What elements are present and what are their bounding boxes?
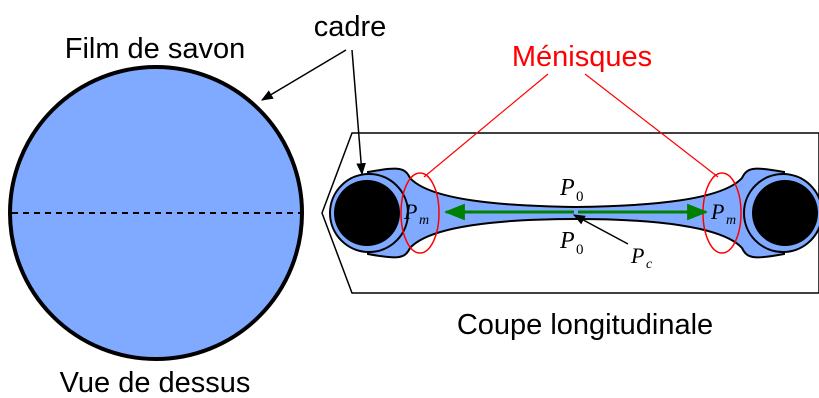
label-pm-left: P m [403, 199, 429, 228]
label-pc: P c [630, 243, 653, 272]
frame-section-right-core [752, 180, 818, 246]
svg-text:0: 0 [576, 242, 584, 258]
svg-text:P: P [559, 175, 575, 201]
pc-arrow [572, 214, 629, 245]
label-p0-bottom: P 0 [559, 228, 584, 258]
svg-text:m: m [726, 213, 736, 228]
label-pm-right: P m [710, 199, 736, 228]
svg-text:P: P [630, 243, 644, 268]
svg-text:m: m [419, 213, 429, 228]
svg-text:c: c [646, 257, 653, 272]
frame-section-left-core [334, 180, 400, 246]
svg-text:P: P [559, 228, 575, 254]
meniscus-leader-left [423, 73, 549, 178]
svg-text:P: P [403, 199, 417, 224]
film-label-arrow [260, 49, 347, 101]
meniscus-ellipse-left [400, 172, 440, 254]
label-coupe-longitudinale: Coupe longitudinale [457, 309, 713, 341]
label-cadre: cadre [314, 11, 387, 43]
meniscus-leader-right [584, 73, 719, 178]
label-film-de-savon: Film de savon [65, 33, 246, 65]
label-p0-top: P 0 [559, 175, 584, 205]
cadre-arrow-to-section [351, 49, 366, 176]
label-menisques: Ménisques [512, 41, 652, 73]
label-vue-de-dessus: Vue de dessus [60, 367, 251, 398]
svg-text:P: P [710, 199, 724, 224]
svg-text:0: 0 [576, 189, 584, 205]
section-film [367, 167, 785, 259]
section-outline [321, 132, 819, 294]
cadre-arrow-to-top-view [264, 52, 344, 102]
